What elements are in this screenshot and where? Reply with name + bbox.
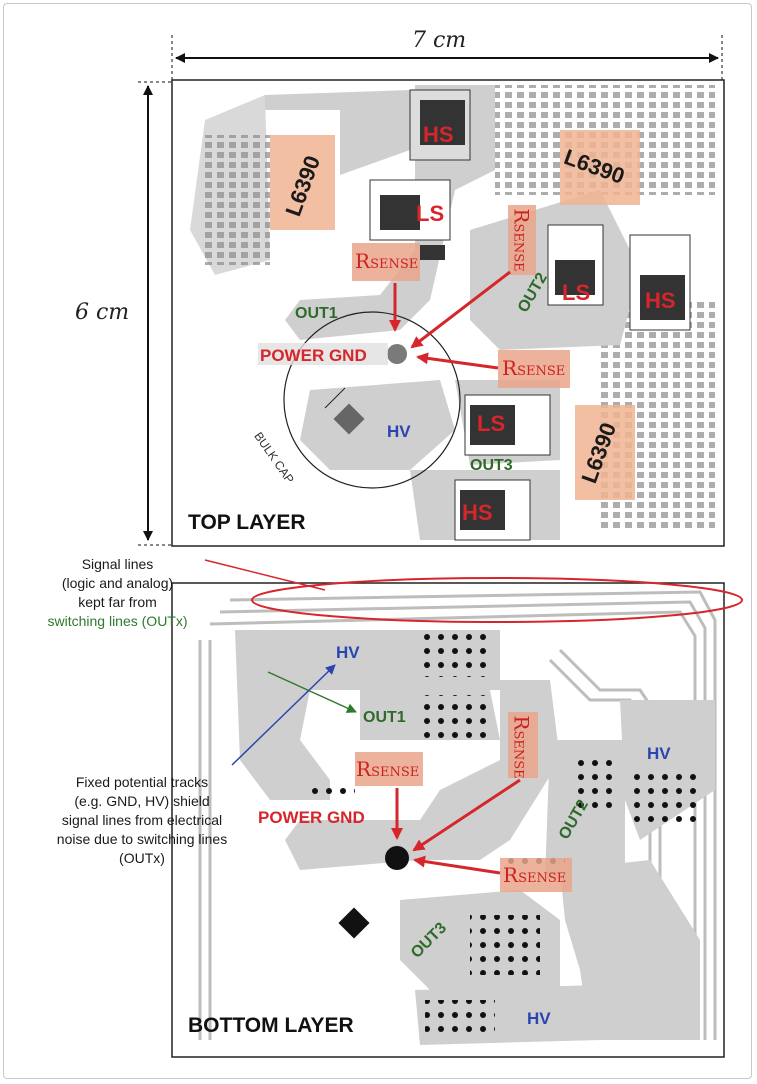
hs-label: HS [462, 500, 493, 525]
width-label: 7 cm [412, 28, 467, 53]
hv-label: HV [647, 744, 671, 763]
rsense-label: RSENSE [355, 249, 419, 273]
rsense-label: RSENSE [509, 715, 534, 779]
hv-arrow [231, 664, 336, 766]
height-dimension [138, 81, 172, 546]
power-gnd-label: POWER GND [258, 808, 365, 827]
ls-label: LS [477, 411, 506, 436]
out1-label: OUT1 [363, 709, 406, 726]
ls-label: LS [562, 280, 591, 305]
fixed-potential-note: Fixed potential tracks (e.g. GND, HV) sh… [56, 774, 228, 866]
hv-label: HV [387, 422, 411, 441]
signal-lines-highlight [251, 577, 743, 623]
hs-label: HS [423, 122, 454, 147]
top-layer-board [171, 79, 725, 547]
bottom-layer-title: BOTTOM LAYER [188, 1014, 354, 1037]
rsense-label: RSENSE [503, 863, 567, 887]
out1-arrow [267, 671, 357, 713]
figure-frame [3, 3, 752, 1079]
bottom-layer-board [171, 582, 725, 1058]
power-gnd-label: POWER GND [260, 346, 367, 365]
width-dimension [171, 35, 723, 80]
ls-label: LS [416, 201, 445, 226]
height-label: 6 cm [75, 300, 130, 325]
rsense-label: RSENSE [356, 757, 420, 781]
signal-lines-arrow [204, 559, 326, 591]
out3-label: OUT3 [470, 457, 513, 474]
rsense-label: RSENSE [509, 208, 534, 272]
rsense-label: RSENSE [502, 356, 566, 380]
hv-label: HV [336, 643, 360, 662]
hs-label: HS [645, 288, 676, 313]
signal-lines-note: Signal lines (logic and analog) kept far… [47, 556, 188, 629]
top-layer-title: TOP LAYER [188, 511, 306, 534]
hv-label: HV [527, 1009, 551, 1028]
out1-label: OUT1 [295, 305, 338, 322]
